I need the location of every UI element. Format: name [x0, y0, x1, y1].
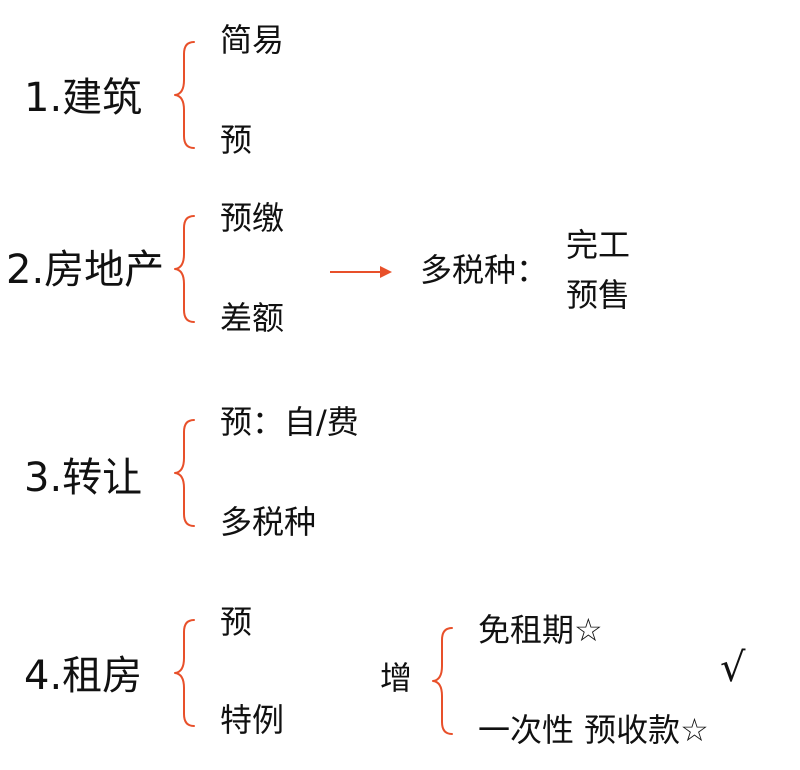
check-mark: √ — [720, 645, 746, 691]
section-3-bottom-item: 多税种 — [220, 503, 317, 541]
section-4-brace — [174, 619, 195, 727]
multi-tax-label: 多税种： — [420, 251, 549, 289]
section-3-title: 3.转让 — [24, 455, 143, 501]
section-4-bottom-item: 特例 — [220, 701, 285, 739]
section-3-top-item: 预：自/费 — [220, 403, 359, 441]
section-3-brace — [174, 419, 195, 527]
vat-brace — [432, 627, 453, 735]
section-4-top-item: 预 — [220, 603, 253, 641]
section-1-title: 1.建筑 — [24, 75, 143, 121]
section-4-title: 4.租房 — [24, 653, 143, 699]
vat-top-item: 免租期☆ — [478, 611, 603, 649]
multi-tax-item-presale: 预售 — [566, 276, 631, 314]
section-2-title: 2.房地产 — [6, 247, 165, 293]
section-2-brace — [174, 215, 195, 323]
section-2-bottom-item: 差额 — [220, 299, 285, 337]
multi-tax-item-completed: 完工 — [566, 226, 631, 264]
vat-label: 增 — [380, 659, 413, 697]
section-2-top-item: 预缴 — [220, 199, 285, 237]
vat-bottom-item: 一次性 预收款☆ — [478, 711, 709, 749]
section-1-brace — [174, 41, 195, 149]
section-1-top-item: 简易 — [220, 21, 285, 59]
arrow-right-icon — [330, 266, 392, 278]
section-1-bottom-item: 预 — [220, 121, 253, 159]
